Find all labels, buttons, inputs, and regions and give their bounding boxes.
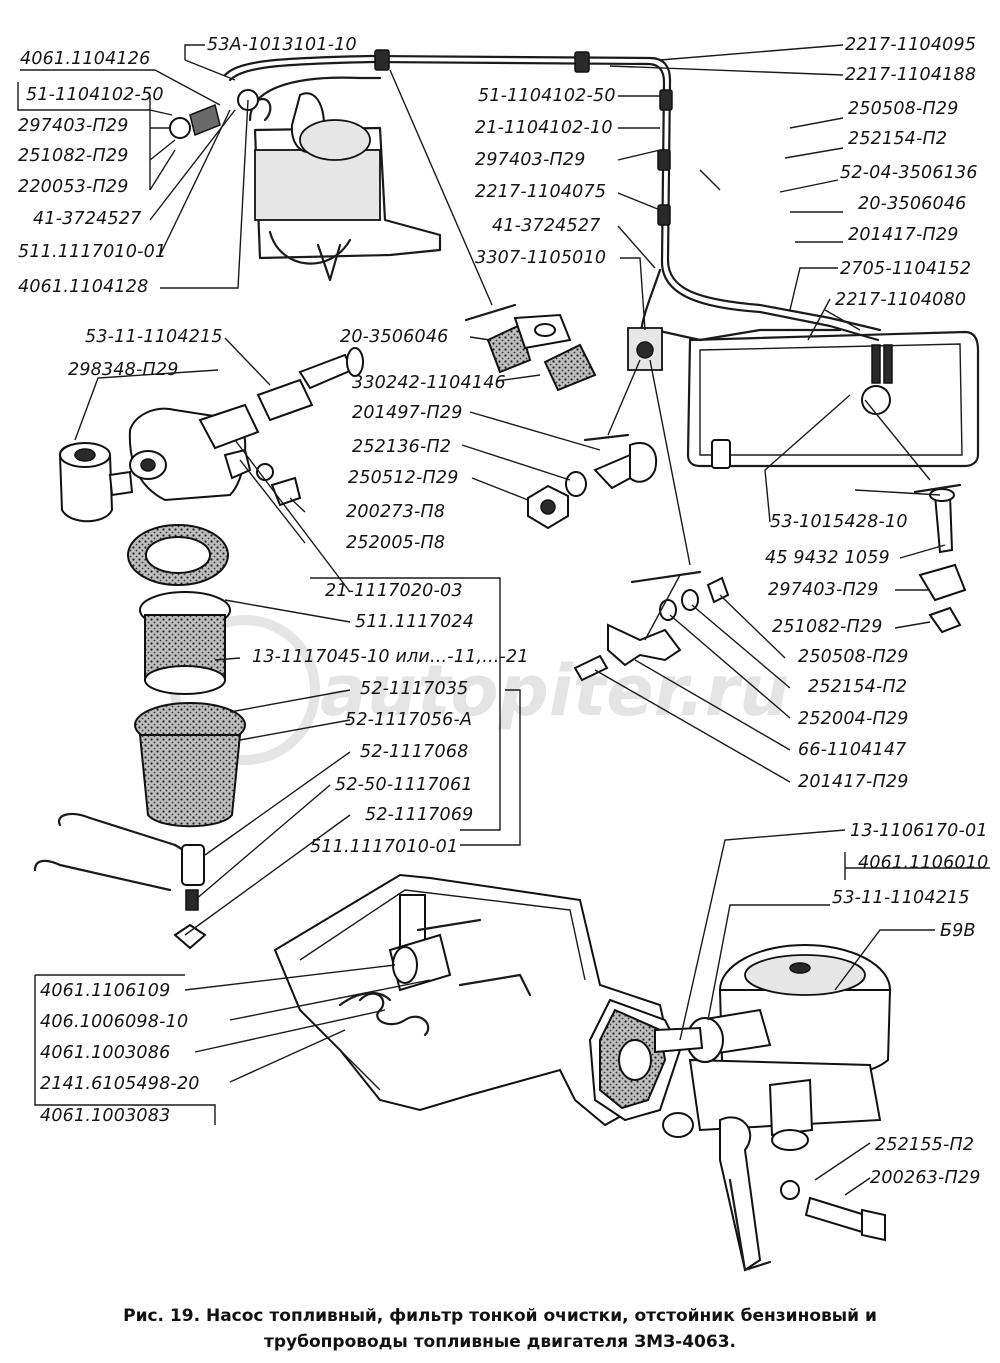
part-label: 2705-1104152 bbox=[840, 259, 971, 279]
part-label: 252005-П8 bbox=[346, 533, 445, 553]
part-label: 297403-П29 bbox=[18, 116, 129, 136]
part-label: 250508-П29 bbox=[848, 99, 959, 119]
part-label: 297403-П29 bbox=[768, 580, 879, 600]
part-label: 51-1104102-50 bbox=[478, 86, 616, 106]
part-label: 4061.1104128 bbox=[18, 277, 148, 297]
filter-element bbox=[139, 591, 231, 695]
caption-line-1: Рис. 19. Насос топливный, фильтр тонкой … bbox=[123, 1306, 877, 1326]
part-label: 20-3506046 bbox=[858, 194, 967, 214]
part-label: 2141.6105498-20 bbox=[40, 1074, 200, 1094]
part-label: 13-1106170-01 bbox=[850, 821, 988, 841]
part-label: 252154-П2 bbox=[848, 129, 947, 149]
part-label: 20-3506046 bbox=[340, 327, 449, 347]
part-label: 66-1104147 bbox=[798, 740, 907, 760]
filter-housing bbox=[128, 347, 364, 502]
part-label: 53-11-1104215 bbox=[832, 888, 970, 908]
part-label: 250512-П29 bbox=[348, 468, 459, 488]
part-label: 3307-1105010 bbox=[475, 248, 606, 268]
part-label: 297403-П29 bbox=[475, 150, 586, 170]
part-label: 252136-П2 bbox=[352, 437, 451, 457]
part-number-labels: 4061.1104126 53А-1013101-10 51-1104102-5… bbox=[18, 35, 988, 1188]
part-label: 4061.1003086 bbox=[40, 1043, 170, 1063]
part-label: 51-1104102-50 bbox=[26, 85, 164, 105]
part-label: 511.1117010-01 bbox=[310, 837, 458, 857]
figure-caption: Рис. 19. Насос топливный, фильтр тонкой … bbox=[60, 1303, 940, 1355]
part-label: 52-1117068 bbox=[360, 742, 469, 762]
leader-lines bbox=[17, 44, 990, 1196]
part-label: 53А-1013101-10 bbox=[207, 35, 357, 55]
carburetor-assembly bbox=[253, 92, 442, 282]
part-label: 200263-П29 bbox=[870, 1168, 981, 1188]
bolt-clamp-right bbox=[913, 483, 967, 634]
part-label: 4061.1104126 bbox=[20, 49, 150, 69]
bracket-group bbox=[573, 570, 730, 682]
part-label: 2217-1104095 bbox=[845, 35, 976, 55]
part-label: 41-3724527 bbox=[492, 216, 601, 236]
bolt-200273 bbox=[256, 463, 302, 507]
fuel-tank bbox=[686, 330, 980, 469]
part-label: 4061.1106109 bbox=[40, 981, 170, 1001]
filter-gasket bbox=[127, 524, 229, 586]
part-label: 53-11-1104215 bbox=[85, 327, 223, 347]
caption-line-2: трубопроводы топливные двигателя ЗМЗ-406… bbox=[264, 1332, 736, 1352]
part-label: 406.1006098-10 bbox=[40, 1012, 188, 1032]
filter-bail-clamp bbox=[33, 812, 207, 950]
part-label: 250508-П29 bbox=[798, 647, 909, 667]
part-label: Б9В bbox=[940, 921, 976, 941]
bolt-washer-nut-center bbox=[527, 433, 658, 530]
part-label: 13-1117045-10 или...-11,...-21 bbox=[252, 647, 529, 667]
part-label: 45 9432 1059 bbox=[765, 548, 890, 568]
part-label: 52-04-3506136 bbox=[840, 163, 978, 183]
part-label: 52-1117035 bbox=[360, 679, 469, 699]
part-label: 511.1117010-01 bbox=[18, 242, 166, 262]
part-label: 201497-П29 bbox=[352, 403, 463, 423]
part-label: 52-1117069 bbox=[365, 805, 474, 825]
sediment-bowl-bracket bbox=[627, 327, 663, 371]
part-label: 52-1117056-А bbox=[345, 710, 472, 730]
part-label: 4061.1003083 bbox=[40, 1106, 170, 1126]
watermark: autopiter.ru bbox=[170, 615, 789, 765]
fuel-pump bbox=[588, 944, 892, 1272]
clamp-top-left bbox=[169, 89, 272, 139]
part-label: 41-3724527 bbox=[33, 209, 142, 229]
part-label: 53-1015428-10 bbox=[770, 512, 908, 532]
part-label: 200273-П8 bbox=[346, 502, 445, 522]
part-label: 220053-П29 bbox=[18, 177, 129, 197]
part-label: 252154-П2 bbox=[808, 677, 907, 697]
fuel-pipes-top bbox=[223, 49, 882, 347]
part-label: 252155-П2 bbox=[875, 1135, 974, 1155]
filter-bowl bbox=[134, 702, 246, 828]
pipe-clip-center bbox=[464, 303, 597, 392]
part-label: 201417-П29 bbox=[798, 772, 909, 792]
part-label: 52-50-1117061 bbox=[335, 775, 473, 795]
part-label: 298348-П29 bbox=[68, 360, 179, 380]
part-label: 2217-1104075 bbox=[475, 182, 606, 202]
part-label: 511.1117024 bbox=[355, 612, 474, 632]
part-label: 4061.1106010 bbox=[858, 853, 988, 873]
engine-block bbox=[273, 873, 672, 1127]
part-label: 21-1104102-10 bbox=[475, 118, 613, 138]
part-label: 2217-1104188 bbox=[845, 65, 976, 85]
part-label: 330242-1104146 bbox=[352, 373, 506, 393]
watermark-text: autopiter.ru bbox=[320, 650, 789, 732]
part-label: 251082-П29 bbox=[18, 146, 129, 166]
part-label: 2217-1104080 bbox=[835, 290, 966, 310]
part-label: 251082-П29 bbox=[772, 617, 883, 637]
part-label: 21-1117020-03 bbox=[325, 581, 463, 601]
part-label: 252004-П29 bbox=[798, 709, 909, 729]
part-label: 201417-П29 bbox=[848, 225, 959, 245]
banjo-fitting bbox=[58, 442, 134, 523]
